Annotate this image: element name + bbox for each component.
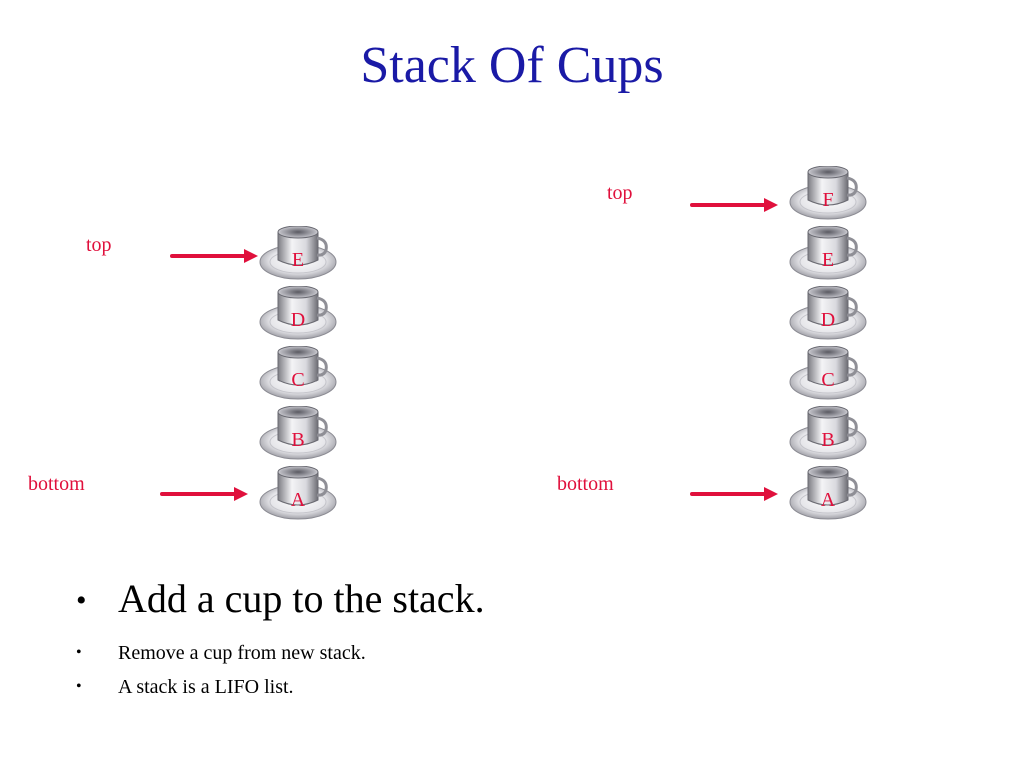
right-bottom-arrow: [690, 487, 778, 501]
cup-label: B: [821, 429, 835, 451]
left-cup-c: C: [258, 346, 338, 406]
bullet-item: • Remove a cup from new stack.: [76, 636, 976, 670]
cup-label: D: [290, 309, 306, 331]
cup-icon: [789, 226, 867, 280]
cup-icon: [259, 466, 337, 520]
right-cup-a: A: [788, 466, 868, 526]
cup-icon: [789, 286, 867, 340]
cup-icon: [259, 406, 337, 460]
cup-label: A: [290, 489, 306, 511]
right-top-label: top: [607, 182, 633, 204]
bullet-text: A stack is a LIFO list.: [118, 676, 294, 698]
cup-label: F: [822, 189, 834, 211]
cup-icon: [259, 346, 337, 400]
cup-icon: [789, 346, 867, 400]
right-cup-e: E: [788, 226, 868, 286]
cup-icon: [789, 466, 867, 520]
left-bottom-arrow: [160, 487, 248, 501]
right-top-arrow: [690, 198, 778, 212]
bullet-item: • A stack is a LIFO list.: [76, 670, 976, 704]
left-bottom-label: bottom: [28, 473, 85, 495]
bullet-list: • Add a cup to the stack. • Remove a cup…: [76, 574, 976, 704]
cup-icon: [259, 226, 337, 280]
cup-label: E: [821, 249, 835, 271]
bullet-text: Remove a cup from new stack.: [118, 642, 366, 664]
right-bottom-label: bottom: [557, 473, 614, 495]
cup-label: E: [291, 249, 305, 271]
bullet-item: • Add a cup to the stack.: [76, 574, 976, 624]
right-cup-d: D: [788, 286, 868, 346]
cup-icon: [789, 166, 867, 220]
bullet-icon: •: [76, 678, 82, 695]
cup-icon: [789, 406, 867, 460]
cup-label: C: [821, 369, 835, 391]
cup-label: A: [820, 489, 836, 511]
right-cup-b: B: [788, 406, 868, 466]
left-stack: top bottom E D: [28, 226, 338, 526]
left-top-label: top: [86, 234, 112, 256]
cup-label: C: [291, 369, 305, 391]
left-top-arrow: [170, 249, 258, 263]
cup-label: D: [820, 309, 836, 331]
bullet-icon: •: [76, 584, 87, 617]
right-cup-f: F: [788, 166, 868, 226]
cup-label: B: [291, 429, 305, 451]
slide-title: Stack Of Cups: [360, 37, 664, 94]
left-cup-d: D: [258, 286, 338, 346]
right-cup-c: C: [788, 346, 868, 406]
right-stack: top bottom F E: [557, 166, 868, 526]
cup-icon: [259, 286, 337, 340]
bullet-text: Add a cup to the stack.: [118, 576, 485, 621]
left-cup-b: B: [258, 406, 338, 466]
bullet-icon: •: [76, 644, 82, 661]
left-cup-a: A: [258, 466, 338, 526]
left-cup-e: E: [258, 226, 338, 286]
